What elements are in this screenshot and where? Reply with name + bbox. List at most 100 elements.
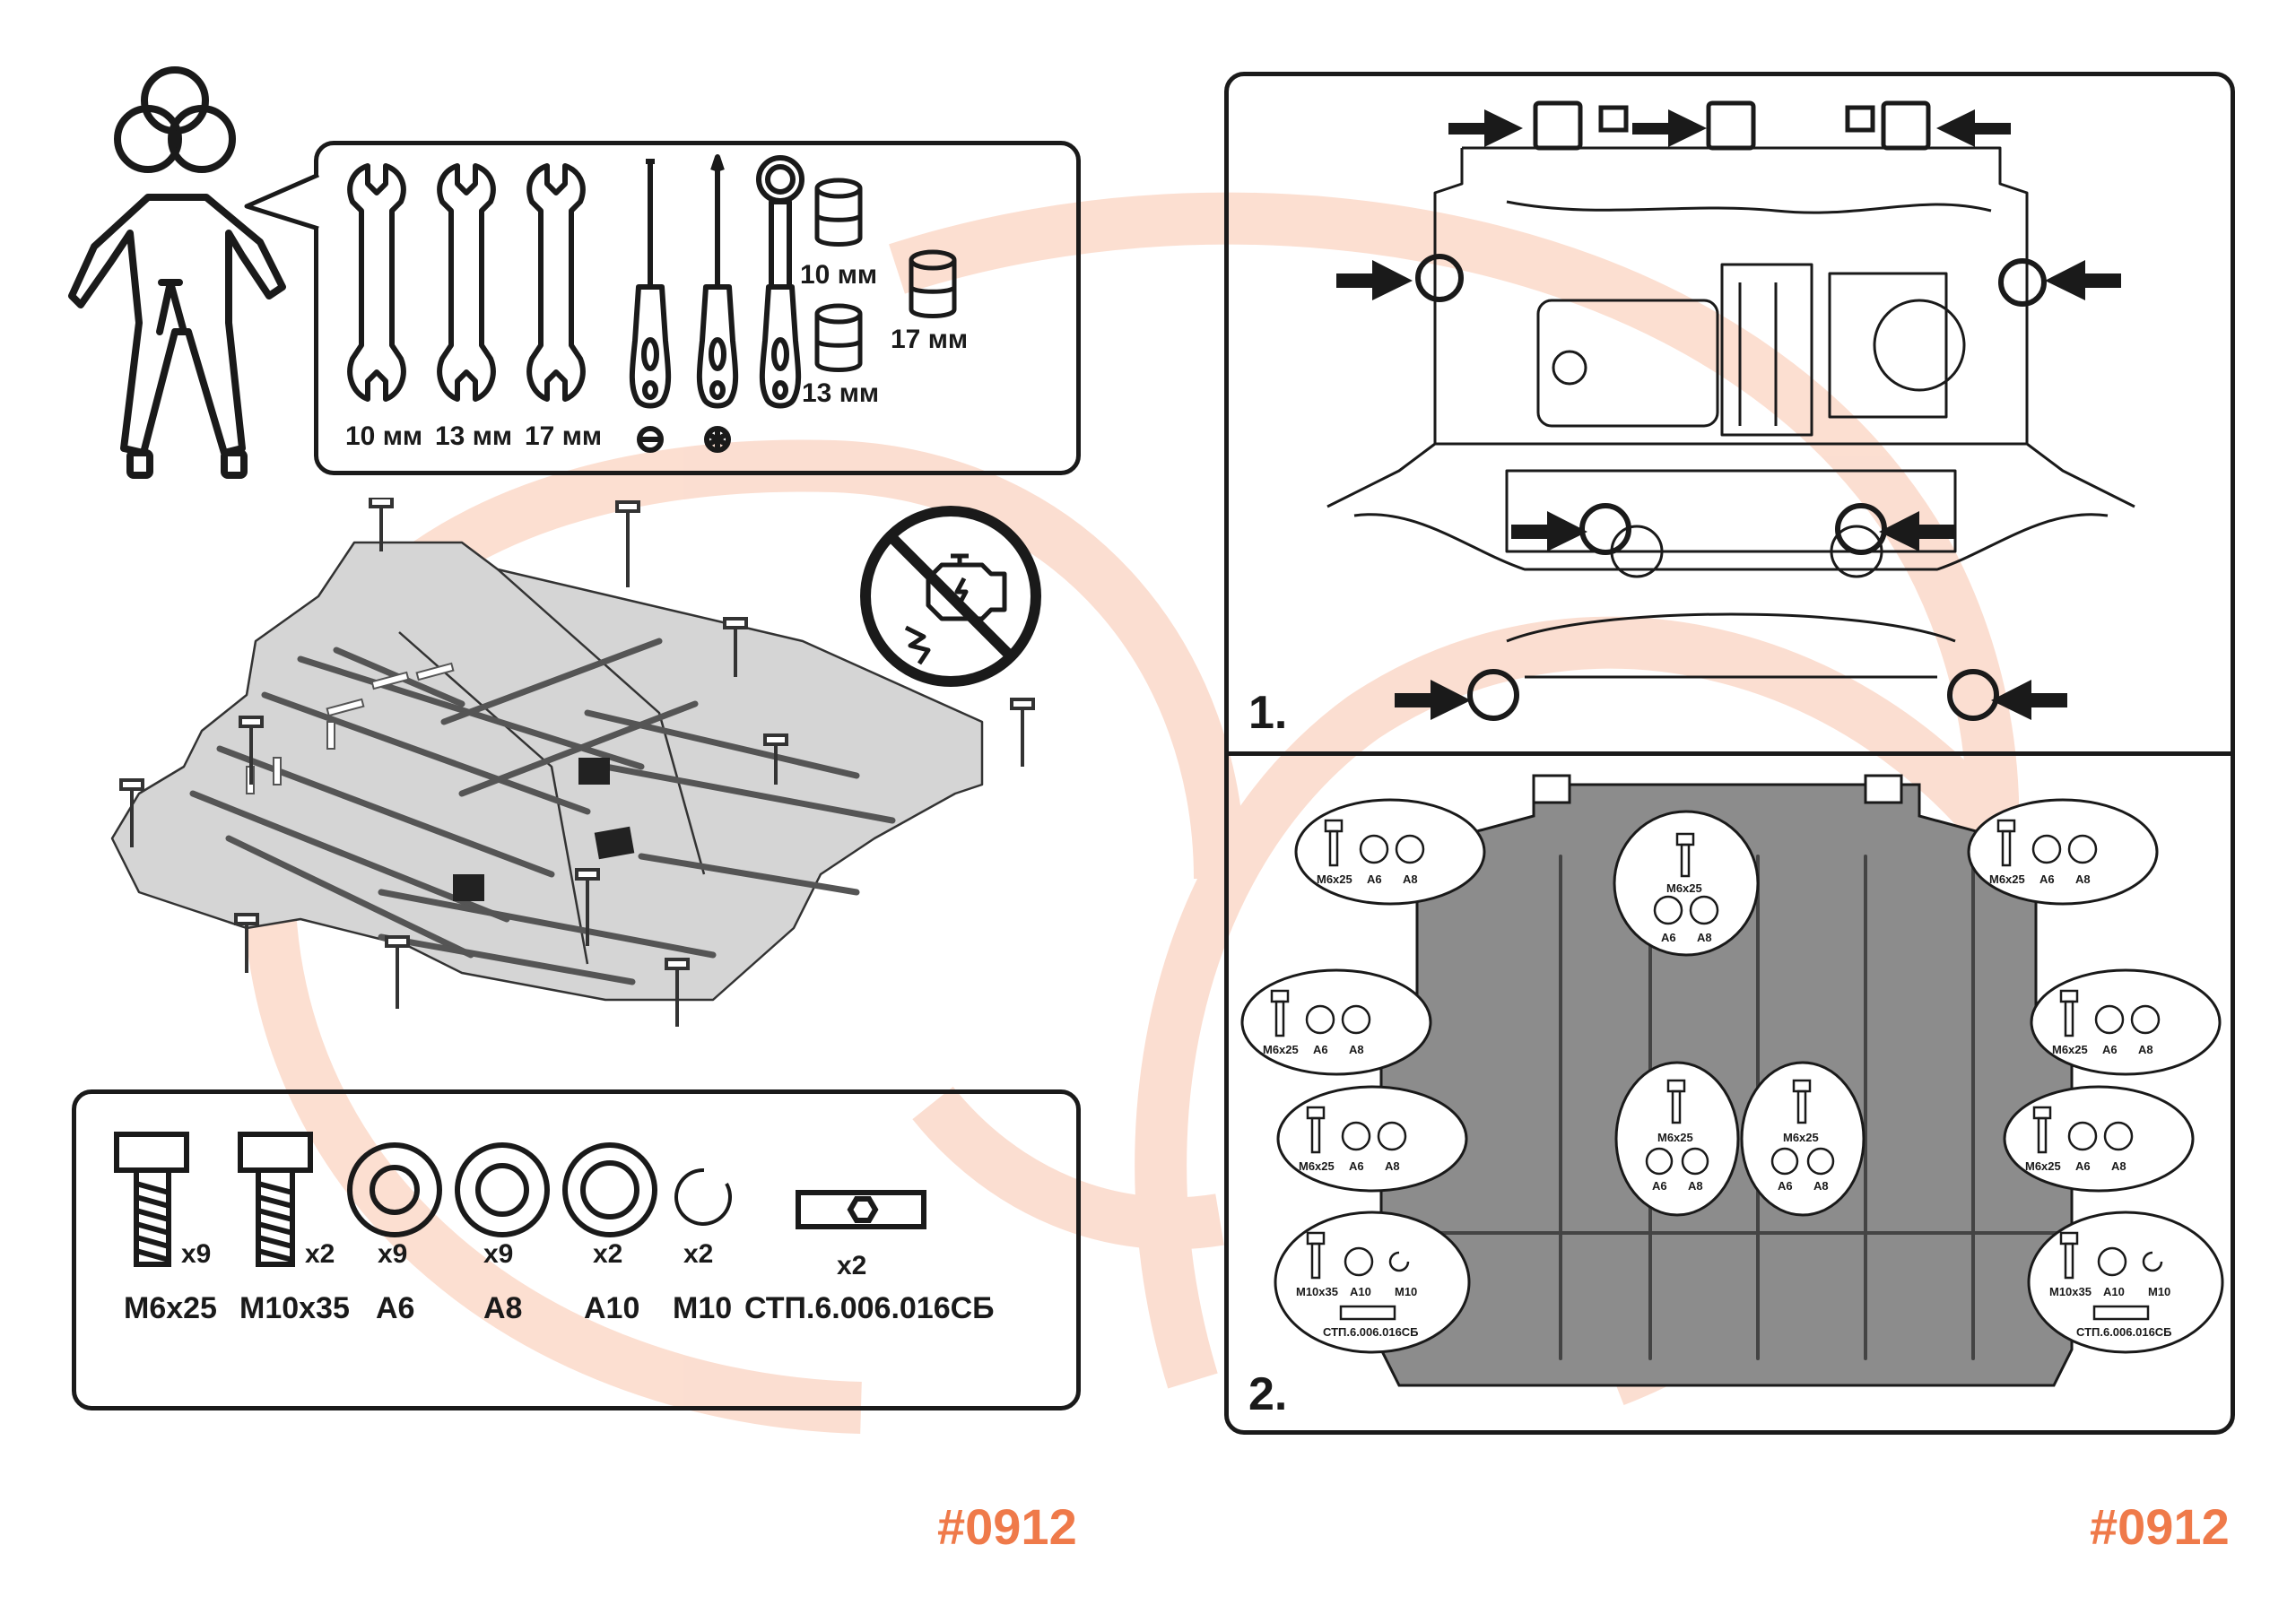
svg-text:M10x35: M10x35 [2049, 1285, 2092, 1298]
skid-plate-exploded-view [110, 498, 1035, 1027]
name-a8: A8 [483, 1291, 523, 1325]
step1-underbody-diagram [1326, 100, 2135, 721]
svg-text:M10x35: M10x35 [1296, 1285, 1338, 1298]
callout-bolt-label: M6x25 [1317, 872, 1352, 886]
svg-text:M6x25: M6x25 [1263, 1043, 1299, 1056]
name-m6x25: M6x25 [124, 1291, 217, 1325]
bolt-m10x35-icon [238, 1132, 313, 1267]
callout-bottom-right: M10x35 A10 M10 СТП.6.006.016СБ [2027, 1211, 2224, 1354]
callout-bubbles: M6x25 A6 A8 M6x25 A6 A8 M6x25 A6 A8 M6x2… [1240, 798, 2224, 1354]
washer-a10-icon [562, 1142, 657, 1237]
callout-washer-a-label: A6 [1367, 872, 1382, 886]
bracket-stp-icon [796, 1190, 926, 1229]
name-stp: СТП.6.006.016СБ [744, 1291, 995, 1325]
svg-text:A6: A6 [1349, 1159, 1364, 1173]
no-engine-running-icon [860, 506, 1041, 687]
socket-13-label: 13 мм [802, 378, 880, 408]
callout-lower-right: M6x25 A6 A8 [2003, 1085, 2195, 1193]
socket-icons [814, 178, 957, 372]
socket-17-icon [909, 249, 957, 318]
step2-installed-plate-diagram: M6x25 A6 A8 M6x25 A6 A8 M6x25 A6 A8 M6x2… [1240, 774, 2224, 1387]
svg-text:M6x25: M6x25 [1989, 872, 2025, 886]
qty-a6: x9 [378, 1239, 408, 1269]
socket-10-icon [814, 178, 863, 247]
svg-text:A8: A8 [1813, 1179, 1829, 1193]
callout-center-left: M6x25 A6 A8 [1614, 1061, 1740, 1217]
svg-text:A10: A10 [1350, 1285, 1371, 1298]
wrench-17-icon [526, 163, 586, 402]
step-2-number: 2. [1248, 1368, 1288, 1420]
speech-pointer [244, 172, 320, 231]
svg-text:A10: A10 [2103, 1285, 2125, 1298]
hardware-icons [114, 1132, 926, 1267]
svg-text:M10: M10 [2148, 1285, 2170, 1298]
svg-text:A6: A6 [1652, 1179, 1667, 1193]
qty-m10x35: x2 [305, 1239, 335, 1269]
callout-washer-b-label: A8 [1403, 872, 1418, 886]
product-id-right: #0912 [2090, 1498, 2230, 1555]
spring-ring-m10-icon [674, 1167, 732, 1226]
installer-person-icon [68, 66, 286, 479]
callout-bottom-left: M10x35 A10 M10 СТП.6.006.016СБ [1274, 1211, 1471, 1354]
wrench-13-icon [437, 163, 496, 402]
svg-text:СТП.6.006.016СБ: СТП.6.006.016СБ [2076, 1325, 2172, 1339]
svg-text:M6x25: M6x25 [1299, 1159, 1335, 1173]
name-a10: A10 [584, 1291, 640, 1325]
svg-text:M6x25: M6x25 [1783, 1131, 1819, 1144]
flat-screwdriver-icon [629, 159, 672, 453]
svg-text:СТП.6.006.016СБ: СТП.6.006.016СБ [1323, 1325, 1419, 1339]
arrow-icons [1336, 109, 2121, 720]
mount-point-markers [1415, 254, 2047, 721]
name-a6: A6 [376, 1291, 415, 1325]
hardware-panel [72, 1089, 1081, 1410]
qty-m6x25: x9 [181, 1239, 212, 1269]
svg-text:A8: A8 [2138, 1043, 2153, 1056]
svg-text:M6x25: M6x25 [1666, 881, 1702, 895]
socket-10-label: 10 мм [800, 260, 878, 290]
bolt-group [119, 498, 1035, 1027]
svg-text:A8: A8 [2111, 1159, 2126, 1173]
torx-screwdriver-icon [696, 154, 739, 453]
step-1-number: 1. [1248, 687, 1288, 739]
svg-text:A6: A6 [1778, 1179, 1793, 1193]
callout-mid-left: M6x25 A6 A8 [1240, 968, 1432, 1076]
wrench-13-label: 13 мм [435, 421, 513, 451]
steps-panel [1224, 72, 2235, 1435]
qty-m10: x2 [683, 1239, 714, 1269]
svg-text:A6: A6 [2102, 1043, 2118, 1056]
socket-13-icon [814, 303, 863, 372]
svg-text:A8: A8 [1349, 1043, 1364, 1056]
tools-panel [314, 141, 1081, 475]
svg-text:A6: A6 [2039, 872, 2055, 886]
svg-text:M6x25: M6x25 [1657, 1131, 1693, 1144]
svg-text:A6: A6 [2075, 1159, 2091, 1173]
svg-text:A6: A6 [1313, 1043, 1328, 1056]
bolt-m6x25-icon [114, 1132, 189, 1267]
product-id-left: #0912 [937, 1498, 1077, 1555]
svg-text:A8: A8 [1688, 1179, 1703, 1193]
wrench-17-label: 17 мм [525, 421, 603, 451]
qty-a8: x9 [483, 1239, 514, 1269]
socket-17-label: 17 мм [891, 325, 969, 354]
qty-a10: x2 [593, 1239, 623, 1269]
callout-mid-right: M6x25 A6 A8 [2030, 968, 2222, 1076]
screwdriver-icons [629, 154, 804, 453]
name-m10x35: M10x35 [239, 1291, 350, 1325]
svg-text:M6x25: M6x25 [2025, 1159, 2061, 1173]
callout-top-right: M6x25 A6 A8 [1967, 798, 2159, 906]
wrench-icons [347, 163, 586, 402]
name-m10: M10 [673, 1291, 733, 1325]
qty-stp: x2 [837, 1251, 867, 1280]
svg-text:A8: A8 [2075, 872, 2091, 886]
washer-a6-icon [347, 1142, 442, 1237]
callout-top-left: M6x25 A6 A8 [1294, 798, 1486, 906]
callout-top-center: M6x25 A6 A8 [1613, 810, 1760, 957]
wrench-10-icon [347, 163, 406, 402]
callout-center-right: M6x25 A6 A8 [1740, 1061, 1866, 1217]
svg-text:M6x25: M6x25 [2052, 1043, 2088, 1056]
callout-lower-left: M6x25 A6 A8 [1276, 1085, 1468, 1193]
svg-text:A8: A8 [1385, 1159, 1400, 1173]
ratchet-icon [756, 155, 804, 409]
svg-text:A8: A8 [1697, 931, 1712, 944]
washer-a8-icon [455, 1142, 550, 1237]
